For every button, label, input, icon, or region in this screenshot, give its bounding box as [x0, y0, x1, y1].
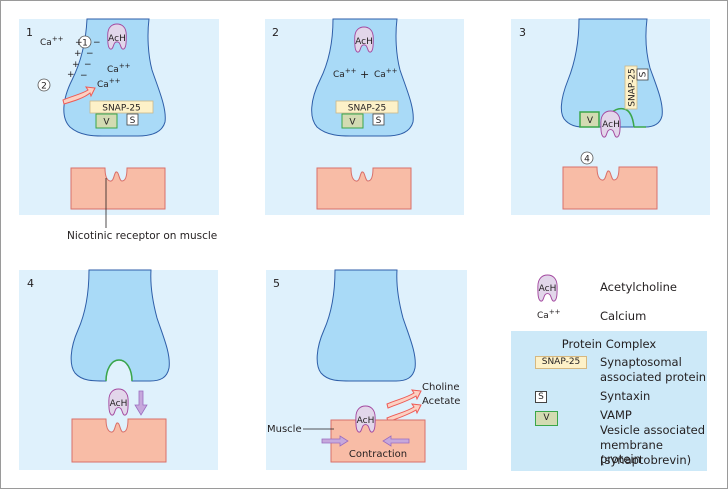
step-2-marker — [37, 78, 51, 92]
legend-snap-25-symbol: SNAP-25 — [535, 356, 587, 369]
nerve-terminal — [70, 269, 170, 382]
legend-vamp-line1: VAMP — [600, 408, 632, 422]
legend-title: Protein Complex — [561, 337, 657, 351]
syntaxin-label: S — [639, 71, 649, 77]
choline-label: Choline — [422, 382, 460, 393]
nerve-terminal — [316, 269, 416, 382]
contraction-arrow-left — [321, 435, 349, 447]
step-4-marker — [580, 151, 594, 165]
legend-vamp-line4: (synaptobrevin) — [600, 453, 692, 467]
panel-2-content: 2 AcH Ca++ + Ca++ SNAP-25 V S — [272, 18, 414, 210]
acetate-arrow — [386, 403, 422, 423]
panel-3-number: 3 — [519, 26, 526, 39]
ach-label: AcH — [357, 416, 375, 426]
legend-calcium-symbol: Ca++ — [537, 308, 561, 321]
charge-plus: + — [72, 60, 80, 70]
muscle-block — [562, 166, 658, 210]
contraction-arrow-right — [382, 435, 410, 447]
legend-vamp-line2: Vesicle associated — [600, 423, 705, 437]
muscle-label: Muscle — [267, 424, 302, 435]
charge-plus: + — [75, 38, 83, 48]
ach-label: AcH — [355, 37, 373, 47]
panel-5-number: 5 — [273, 277, 280, 290]
legend-vamp-symbol: V — [535, 411, 558, 426]
panel-1-number: 1 — [26, 26, 33, 39]
calcium-influx-arrow — [62, 86, 96, 105]
calcium-inside-1: Ca++ — [107, 62, 131, 75]
choline-arrow — [386, 389, 422, 409]
calcium-outside: Ca++ — [40, 35, 64, 48]
legend-acetylcholine-label: Acetylcholine — [600, 280, 677, 294]
charge-minus: − — [86, 49, 94, 59]
contraction-label: Contraction — [349, 449, 407, 460]
legend-syntaxin-label: Syntaxin — [600, 389, 651, 403]
syntaxin-label: S — [376, 116, 382, 126]
charge-minus: − — [84, 60, 92, 70]
legend-top: AcH Ca++ — [537, 274, 561, 321]
legend-vamp-line3: membrane protein — [600, 438, 663, 466]
acetate-label: Acetate — [422, 396, 460, 407]
legend-syntaxin-symbol: S — [535, 391, 547, 403]
ach-label: AcH — [602, 120, 620, 130]
fused-membrane — [105, 359, 133, 382]
snap-25-label: SNAP-25 — [348, 104, 387, 114]
muscle-block — [71, 418, 167, 463]
calcium-left: Ca++ — [333, 67, 357, 80]
legend-ach-symbol-label: AcH — [539, 284, 557, 294]
snap-25-label: SNAP-25 — [628, 68, 638, 107]
panel-1-content: 1 AcH Ca++ 1 + − + − + − + − Ca++ Ca++ 2… — [26, 18, 217, 242]
snap-25-protein — [335, 100, 399, 114]
snap-25-protein — [624, 65, 638, 110]
step-4-number: 4 — [584, 155, 590, 165]
syntaxin-protein — [126, 113, 139, 126]
panel-5-content: 5 Choline Acetate AcH Muscle Contraction — [267, 269, 460, 463]
vamp-protein — [579, 111, 600, 128]
step-1-marker — [78, 35, 92, 49]
binding-arrow — [134, 390, 148, 416]
plus-sign: + — [360, 68, 369, 81]
snap-25-protein — [89, 100, 154, 114]
muscle-block — [70, 167, 166, 210]
panel-4-number: 4 — [27, 277, 34, 290]
snap-25-label: SNAP-25 — [102, 104, 141, 114]
legend-snap-25-line2: associated protein — [600, 370, 707, 384]
legend-calcium-label: Calcium — [600, 309, 647, 323]
charge-minus: − — [93, 38, 101, 48]
vamp-label: V — [349, 118, 356, 128]
ach-label: AcH — [110, 399, 128, 409]
syntaxin-protein — [372, 113, 385, 126]
charge-plus: + — [67, 70, 75, 80]
calcium-right: Ca++ — [374, 67, 398, 80]
vamp-protein — [341, 113, 364, 129]
step-1-number: 1 — [82, 39, 88, 49]
muscle-block — [316, 167, 412, 210]
vamp-protein — [95, 113, 118, 129]
syntaxin-label: S — [130, 116, 136, 126]
ach-label: AcH — [108, 34, 126, 44]
panel-4-content: 4 AcH — [27, 269, 170, 463]
vamp-label: V — [103, 118, 110, 128]
calcium-inside-2: Ca++ — [97, 77, 121, 90]
syntaxin-protein — [636, 68, 649, 81]
panel-3-content: 3 V AcH SNAP-25 S 4 — [519, 18, 663, 210]
panel-2-number: 2 — [272, 26, 279, 39]
receptor-callout-label: Nicotinic receptor on muscle — [67, 230, 217, 242]
vamp-label: V — [587, 116, 594, 126]
charge-minus: − — [80, 71, 88, 81]
step-2-number: 2 — [41, 82, 47, 92]
protein-complex-legend: Protein Complex SNAP-25 Synaptosomal ass… — [511, 331, 707, 471]
legend-snap-25-line1: Synaptosomal — [600, 355, 682, 369]
charge-plus: + — [74, 49, 82, 59]
